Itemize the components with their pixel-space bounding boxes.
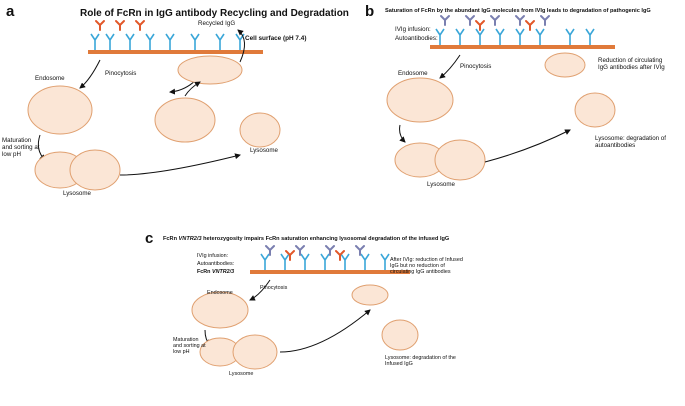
pinocytosis-label-a: Pinocytosis: [105, 70, 137, 77]
lysosome-label-a-right: Lysosome: [250, 147, 278, 154]
endosome-a: [27, 85, 93, 135]
fcrn-receptor-a: [125, 33, 135, 50]
igg-antibody-a: [95, 20, 105, 31]
panel-a-letter: a: [6, 3, 15, 20]
panel-c-art: [191, 245, 419, 370]
lysosome-b-right: [434, 139, 486, 181]
fcrn-receptor-c: [340, 253, 350, 270]
fcrn-receptor-a: [190, 33, 200, 50]
after-ivig-label-c: After IVIg: reduction of Infused IgG but…: [390, 257, 463, 276]
panel-c-title-post: heterozygosity impairs FcRn saturation e…: [201, 236, 450, 242]
fcrn-receptor-c: [280, 253, 290, 270]
endosome-b: [386, 77, 454, 123]
ivig-label-c: IVIg infusion:: [197, 253, 229, 259]
ivig-antibody-c: [325, 245, 335, 256]
ivig-antibody-c: [265, 245, 275, 256]
fcrn-receptor-b: [565, 28, 575, 45]
vesicle-c-surface: [351, 284, 389, 306]
igg-antibody-a: [115, 20, 125, 31]
lysosome-label-b: Lysosome: [427, 181, 455, 188]
vesicle-a-middle: [154, 97, 216, 143]
panel-b-title: Saturation of FcRn by the abundant IgG m…: [385, 8, 651, 14]
lysosome-degradation-label-c: Lysosome: degradation of the Infused IgG: [385, 355, 456, 368]
fcrn-receptor-b: [515, 28, 525, 45]
fcrn-vntr-gene: VNTR2/3: [211, 269, 235, 275]
pinocytosis-label-c: Pinocytosis: [260, 285, 288, 291]
cell-surface-label: Cell surface (pH 7.4): [245, 35, 307, 42]
ivig-antibody-c: [355, 245, 365, 256]
autoantibody-b: [475, 20, 485, 31]
panel-c-title-pre: FcRn: [163, 236, 179, 242]
autoantibodies-label-b: Autoantibodies:: [395, 35, 438, 42]
lysosome-a-degradation: [239, 112, 281, 148]
fcrn-receptor-b: [435, 28, 445, 45]
ivig-label-b: IVIg infusion:: [395, 26, 431, 33]
fcrn-receptor-a: [105, 33, 115, 50]
ivig-antibody-b: [440, 15, 450, 26]
autoantibody-c: [285, 250, 295, 261]
ivig-antibody-b: [540, 15, 550, 26]
panel-c-letter: c: [145, 230, 154, 247]
fcrn-receptor-b: [455, 28, 465, 45]
lysosome-label-c: Lysosome: [229, 371, 254, 377]
fcrn-receptor-a: [165, 33, 175, 50]
panel-c-title-gene: VNTR2/3: [178, 236, 202, 242]
fcrn-receptor-a: [215, 33, 225, 50]
vesicle-a-surface: [177, 55, 243, 85]
membrane-b: [430, 45, 615, 49]
endosome-label-b: Endosome: [398, 70, 428, 77]
fcrn-receptor-b: [585, 28, 595, 45]
fcrn-receptor-b: [535, 28, 545, 45]
fcrn-receptor-c: [320, 253, 330, 270]
fcrn-receptor-c: [260, 253, 270, 270]
fcrn-receptor-c: [300, 253, 310, 270]
lysosome-label-a-bottom: Lysosome: [63, 190, 91, 197]
recycled-igg-label: Recycled IgG: [198, 20, 236, 27]
panel-c-title: FcRn VNTR2/3 heterozygosity impairs FcRn…: [163, 236, 449, 242]
maturation-label-c: Maturation and sorting at low pH: [173, 337, 206, 356]
fcrn-vntr-label-c: FcRn VNTR2/3: [197, 269, 234, 275]
membrane-c: [250, 270, 410, 274]
ivig-antibody-b: [465, 15, 475, 26]
fcrn-vntr-pre: FcRn: [197, 269, 212, 275]
maturation-label-a: Maturation and sorting at low pH: [2, 137, 40, 159]
fcrn-receptor-a: [90, 33, 100, 50]
ivig-antibody-c: [295, 245, 305, 256]
endosome-label-c: Endosome: [207, 290, 233, 296]
fcrn-receptor-c: [380, 253, 390, 270]
autoantibodies-label-c: Autoantibodies:: [197, 261, 235, 267]
reduction-label-b: Reduction of circulating IgG antibodies …: [598, 57, 665, 72]
lysosome-c-degradation: [381, 319, 419, 351]
pinocytosis-label-b: Pinocytosis: [460, 63, 492, 70]
fcrn-receptor-b: [495, 28, 505, 45]
fcrn-receptor-c: [360, 253, 370, 270]
ivig-antibody-b: [515, 15, 525, 26]
endosome-label-a: Endosome: [35, 75, 65, 82]
fcrn-receptor-a: [145, 33, 155, 50]
lysosome-a-right: [69, 149, 121, 191]
fcrn-receptor-b: [475, 28, 485, 45]
autoantibody-c: [335, 250, 345, 261]
ivig-antibody-b: [490, 15, 500, 26]
endosome-c: [191, 291, 249, 329]
panel-a-art: [27, 20, 281, 191]
lysosome-b-degradation: [574, 92, 616, 128]
autoantibody-b: [525, 20, 535, 31]
lysosome-degradation-label-b: Lysosome: degradation of autoantibodies: [595, 135, 666, 150]
panel-b-art: [386, 15, 616, 181]
panel-b-letter: b: [365, 3, 375, 20]
lysosome-c-right: [232, 334, 278, 370]
vesicle-b-surface: [544, 52, 586, 78]
membrane-a: [88, 50, 263, 54]
panel-a-title: Role of FcRn in IgG antibody Recycling a…: [80, 8, 349, 19]
igg-antibody-a: [135, 20, 145, 31]
